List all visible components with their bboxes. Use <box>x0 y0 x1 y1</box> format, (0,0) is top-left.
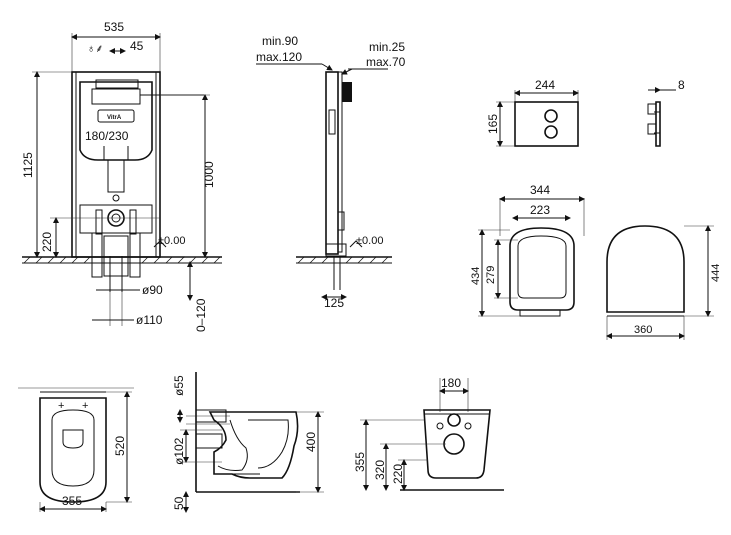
bolt-spacing-label: 180 <box>441 376 461 390</box>
frame-outline <box>71 71 161 258</box>
flush-button-small <box>544 109 558 123</box>
rear-bolt-height-label: 220 <box>391 464 405 484</box>
outlet-diameter-label: ø102 <box>172 437 186 465</box>
brand-badge <box>97 109 135 123</box>
flush-pipe <box>107 159 125 193</box>
flush-plate-side: 8 <box>647 78 685 147</box>
rear-inlet <box>447 413 461 427</box>
waste-pipe-2-label: ø110 <box>136 313 163 327</box>
inlet-diameter-label: ø55 <box>172 375 186 396</box>
wall-max-label: max.120 <box>256 50 302 64</box>
pan-rear-view: 180 355 320 220 <box>353 376 504 491</box>
panel-max-label: max.70 <box>366 55 406 69</box>
plate-depth-label: 8 <box>678 78 685 92</box>
seat-inner-length-label: 279 <box>485 266 497 284</box>
frame-offset-label: 45 <box>130 39 144 53</box>
rear-outlet <box>443 433 465 455</box>
pan-height-label: 400 <box>304 432 318 452</box>
pan-top-outline <box>39 397 107 503</box>
pan-width-label: 355 <box>62 494 82 508</box>
lid-width-label: 360 <box>634 324 652 336</box>
pan-side-view: ø55 ø102 400 50 <box>172 372 324 513</box>
pan-length-label: 520 <box>113 436 127 456</box>
pan-rear-outline <box>423 409 491 479</box>
fixing-hole-left: + <box>58 400 64 412</box>
frame-front-view: 535 45 ♁⸙ VitrA 180/230 <box>21 20 222 332</box>
total-height-label: 1125 <box>21 152 35 178</box>
plate-height-label: 165 <box>486 114 500 134</box>
seat-inner-width-label: 223 <box>530 203 550 217</box>
rear-total-label: 355 <box>353 452 367 472</box>
rear-outlet-height-label: 320 <box>373 460 387 480</box>
seat-outer-width-label: 344 <box>530 183 550 197</box>
frame-post <box>325 71 339 255</box>
frame-side-view: min.90 max.120 min.25 max.70 ±0.00 125 <box>256 34 406 310</box>
flush-button-large <box>544 125 558 139</box>
cistern-top <box>95 79 139 89</box>
seat-opening <box>517 235 567 299</box>
plate-width-label: 244 <box>535 78 555 92</box>
flush-plate-outline <box>514 101 579 147</box>
pan-top-view: + + 520 355 <box>18 387 134 512</box>
frame-width-label: 535 <box>104 20 124 34</box>
brand-label: VitrA <box>107 115 122 121</box>
pan-bowl <box>51 409 95 487</box>
frame-height-label: 1000 <box>202 161 216 188</box>
floor-level-label: ±0.00 <box>158 235 185 247</box>
lid-outline <box>606 225 685 313</box>
flush-plate-front: 244 165 <box>486 78 579 147</box>
wall-min-label: min.90 <box>262 34 298 48</box>
tap-symbol-icon: ♁⸙ <box>87 43 104 55</box>
gap-label: 50 <box>172 496 186 510</box>
flush-window <box>91 88 141 105</box>
side-floor-level-label: ±0.00 <box>356 235 383 247</box>
seat-plan-view: 344 223 434 279 <box>470 183 585 317</box>
seat-outline <box>509 227 575 311</box>
flush-window-label: 180/230 <box>85 129 129 143</box>
lid-length-label: 444 <box>710 264 722 282</box>
inlet-height-label: 220 <box>40 232 54 252</box>
seat-outer-length-label: 434 <box>470 267 482 285</box>
panel-min-label: min.25 <box>369 40 405 54</box>
leg-depth-label: 125 <box>324 296 344 310</box>
cistern-body <box>79 81 153 161</box>
pan-side-outline <box>208 411 299 479</box>
adjust-range-label: 0–120 <box>194 298 208 332</box>
fixing-hole-right: + <box>82 400 88 412</box>
waste-pipe-1-label: ø90 <box>142 283 163 297</box>
seat-lid-view: 444 360 <box>606 225 722 340</box>
